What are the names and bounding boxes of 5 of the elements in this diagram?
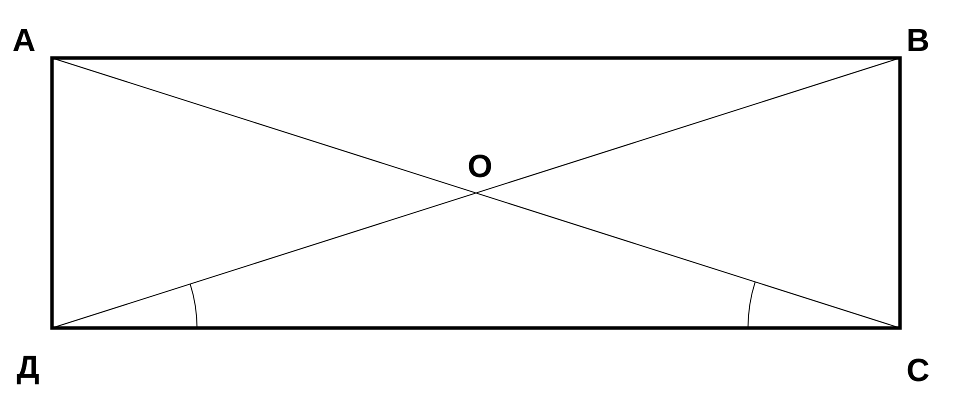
point-label: А [13,29,35,51]
point-label: О [468,154,492,178]
point-label: Д [16,356,39,384]
point-label: С [908,358,929,382]
point-label: В [908,29,928,51]
